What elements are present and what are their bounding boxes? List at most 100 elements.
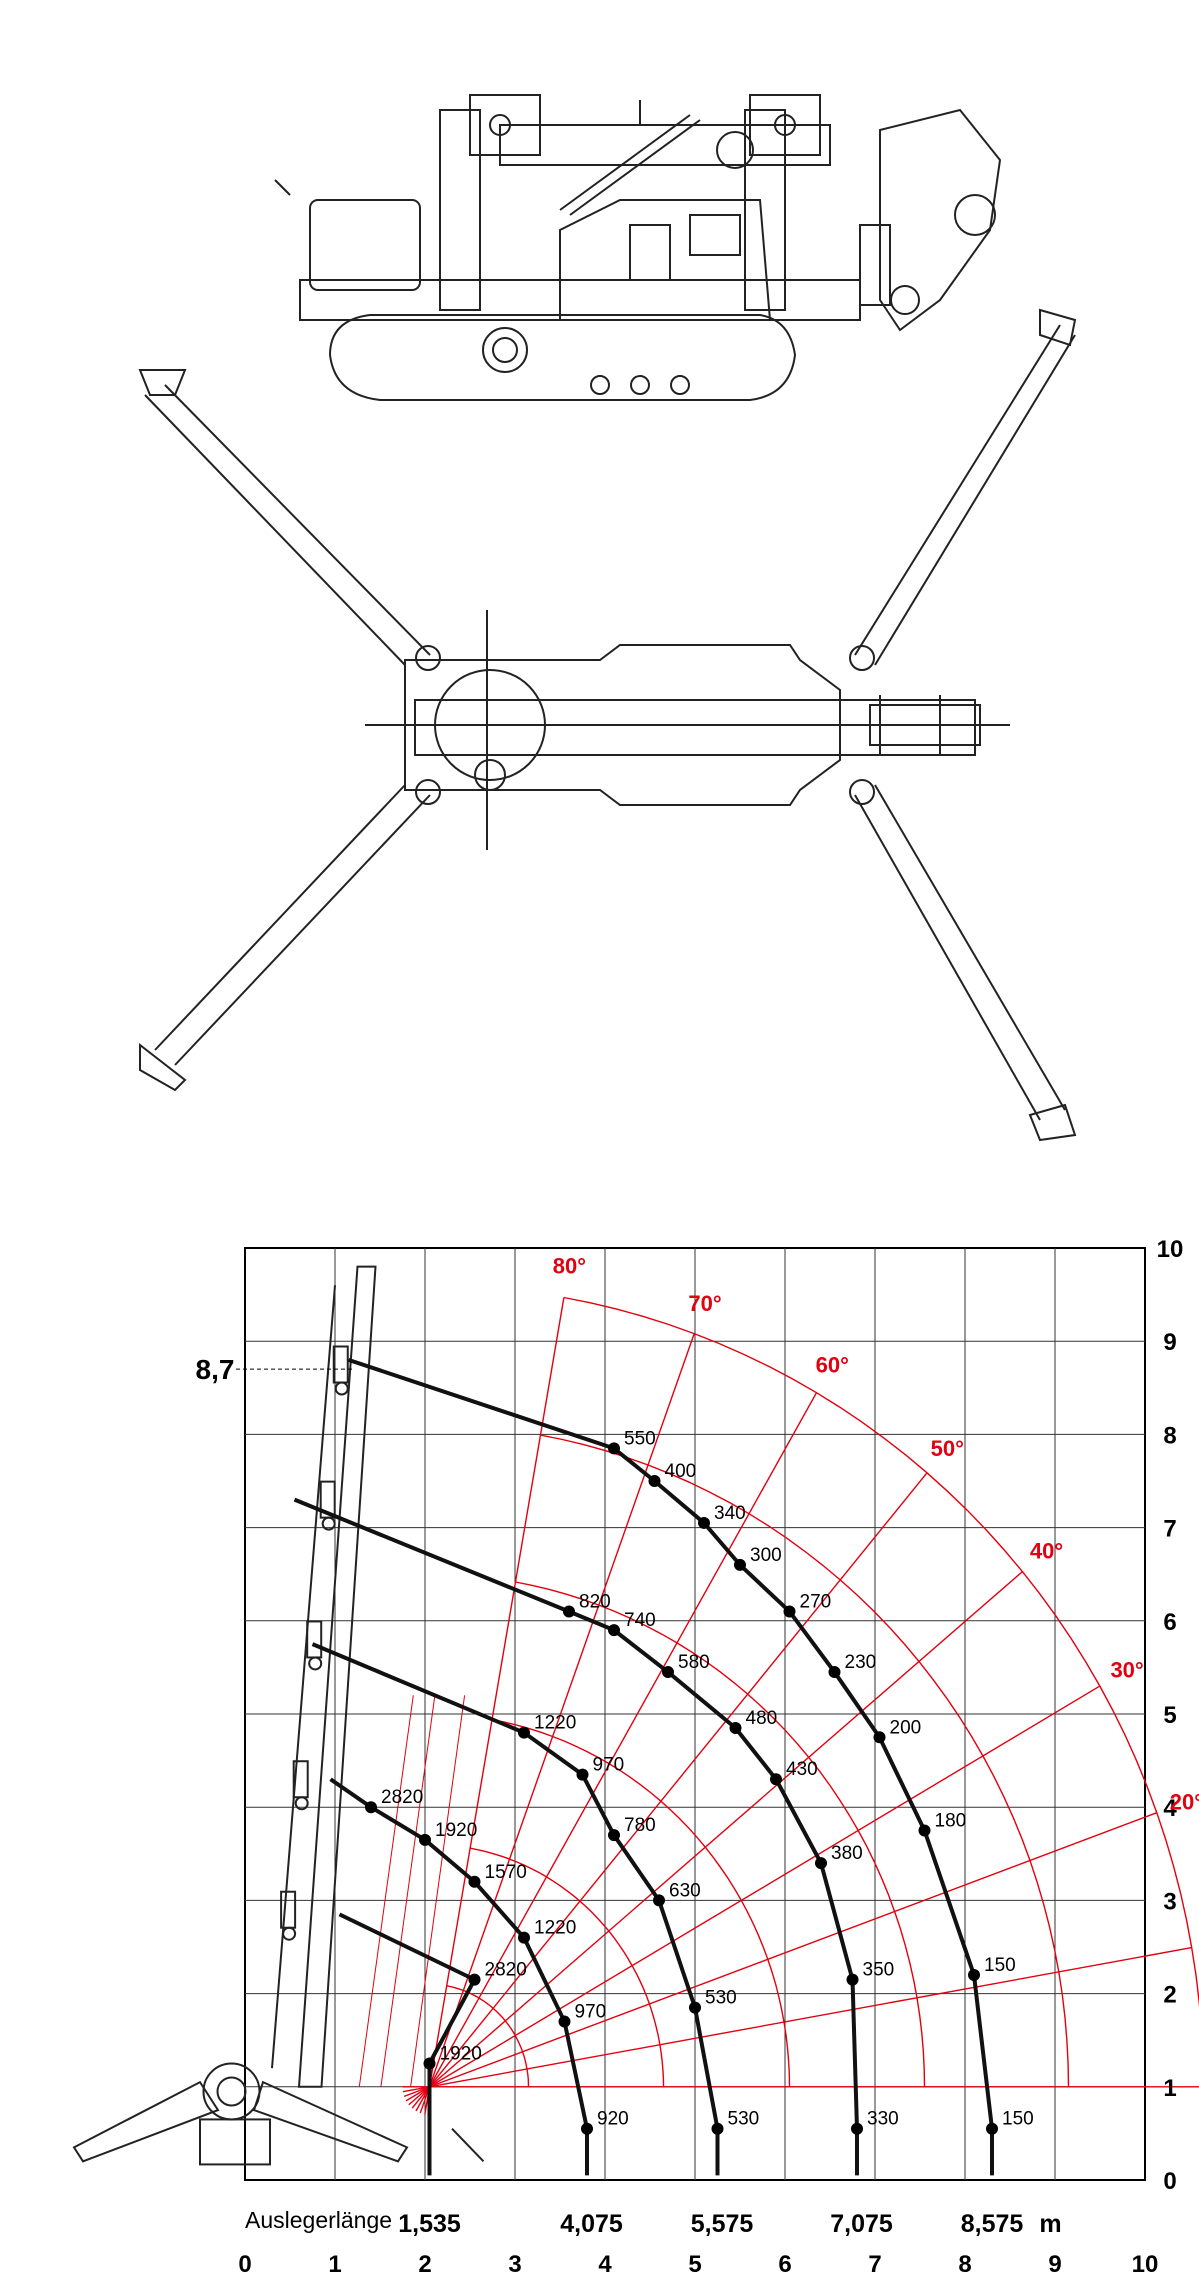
load-point (815, 1857, 827, 1870)
load-value-label: 970 (593, 1755, 625, 1776)
crane-side-view-illustration (274, 94, 1002, 401)
x-tick-label: 9 (1048, 2251, 1061, 2278)
angle-label: 50° (931, 1436, 964, 1461)
y-tick-label: 9 (1163, 1329, 1176, 1356)
load-point (648, 1475, 661, 1487)
y-tick-label: 4 (1163, 1795, 1177, 1822)
angle-line (402, 1946, 1192, 2093)
load-value-label: 530 (728, 2109, 760, 2130)
inner-hatch-line (380, 1695, 436, 2087)
load-value-label: 1220 (534, 1713, 576, 1734)
slewing-hub (216, 2076, 247, 2107)
load-point (770, 1773, 782, 1786)
load-value-label: 200 (890, 1717, 922, 1738)
load-curve (329, 1777, 589, 2176)
y-tick-label: 2 (1163, 1982, 1176, 2009)
y-tick-label: 1 (1163, 2075, 1176, 2102)
load-curve (338, 1912, 477, 2176)
angle-label: 70° (688, 1291, 721, 1316)
load-curve (293, 1497, 859, 2176)
load-value-label: 780 (624, 1815, 656, 1836)
inner-hatch-line (358, 1695, 414, 2087)
load-point (518, 1726, 530, 1739)
load-point (734, 1558, 746, 1571)
load-value-label: 970 (575, 2002, 607, 2023)
boom-outline (297, 1265, 377, 2088)
load-value-label: 580 (678, 1652, 710, 1673)
load-point (365, 1801, 377, 1814)
x-tick-label: 4 (598, 2251, 612, 2278)
x-tick-label: 3 (508, 2251, 521, 2278)
load-value-label: 330 (867, 2109, 899, 2130)
hook (294, 1796, 309, 1811)
load-point (698, 1516, 710, 1529)
load-point (576, 1768, 589, 1781)
load-point (653, 1894, 665, 1907)
angle-line (411, 1472, 928, 2109)
load-point (581, 2122, 593, 2135)
angle-line (405, 1685, 1101, 2102)
chart-labels: 0123456789100123456789100°10°20°30°40°50… (196, 1236, 1199, 2278)
inner-hatch-line (410, 1695, 466, 2087)
load-curve (311, 1642, 720, 2176)
load-point (468, 1973, 481, 1986)
load-value-label: 2820 (381, 1787, 423, 1808)
load-point (846, 1973, 859, 1986)
load-value-label: 920 (597, 2109, 629, 2130)
load-value-label: 1920 (435, 1820, 477, 1841)
slewing-ring (202, 2062, 261, 2121)
chart-grid (244, 1247, 1146, 2181)
x-tick-label: 10 (1132, 2251, 1159, 2278)
load-point (986, 2122, 998, 2135)
load-value-label: 230 (845, 1652, 877, 1673)
load-value-label: 300 (750, 1545, 782, 1566)
load-value-label: 530 (705, 1988, 737, 2009)
load-value-label: 180 (935, 1811, 967, 1832)
load-value-label: 380 (831, 1843, 863, 1864)
load-curves (293, 1357, 998, 2176)
y-tick-label: 0 (1163, 2168, 1176, 2195)
load-value-label: 150 (1002, 2109, 1034, 2130)
angle-label: 30° (1110, 1658, 1143, 1683)
hook (334, 1381, 349, 1396)
x-tick-label: 1 (328, 2251, 341, 2278)
angle-line (403, 1812, 1158, 2098)
y-tick-label: 5 (1163, 1702, 1176, 1729)
load-point (662, 1666, 674, 1679)
y-tick-label: 7 (1163, 1516, 1176, 1543)
load-point (423, 2057, 436, 2070)
boom-outline (72, 2080, 220, 2163)
max-height-label: 8,7 (196, 1354, 235, 1385)
y-tick-label: 3 (1163, 1888, 1176, 1915)
angle-label: 20° (1170, 1790, 1199, 1815)
load-point (558, 2015, 571, 2028)
boom-outline (451, 2128, 485, 2163)
load-point (828, 1666, 841, 1679)
load-point (608, 1829, 620, 1842)
angle-line (424, 1297, 565, 2115)
hook (321, 1516, 336, 1531)
load-value-label: 350 (863, 1960, 895, 1981)
boom-length-label: 8,575 (961, 2210, 1024, 2238)
boom-length-label: 7,075 (830, 2210, 893, 2238)
boom-outline (271, 1285, 336, 2069)
load-value-label: 400 (665, 1461, 697, 1482)
boom-length-label: 5,575 (691, 2210, 754, 2238)
load-point (468, 1875, 481, 1888)
angle-line (408, 1571, 1023, 2106)
load-value-label: 150 (984, 1955, 1016, 1976)
load-point (783, 1605, 796, 1618)
load-value-label: 480 (746, 1708, 778, 1729)
load-value-label: 430 (786, 1759, 818, 1780)
load-point (608, 1624, 620, 1637)
load-value-label: 550 (624, 1428, 656, 1449)
boom-length-label: 4,075 (560, 2210, 623, 2238)
load-point (918, 1824, 931, 1837)
load-point (608, 1442, 620, 1455)
angle-label: 60° (816, 1352, 849, 1377)
load-value-label: 1920 (440, 2044, 482, 2065)
hook (282, 1926, 297, 1941)
load-point (518, 1931, 530, 1944)
boom-length-label: 1,535 (398, 2210, 461, 2238)
